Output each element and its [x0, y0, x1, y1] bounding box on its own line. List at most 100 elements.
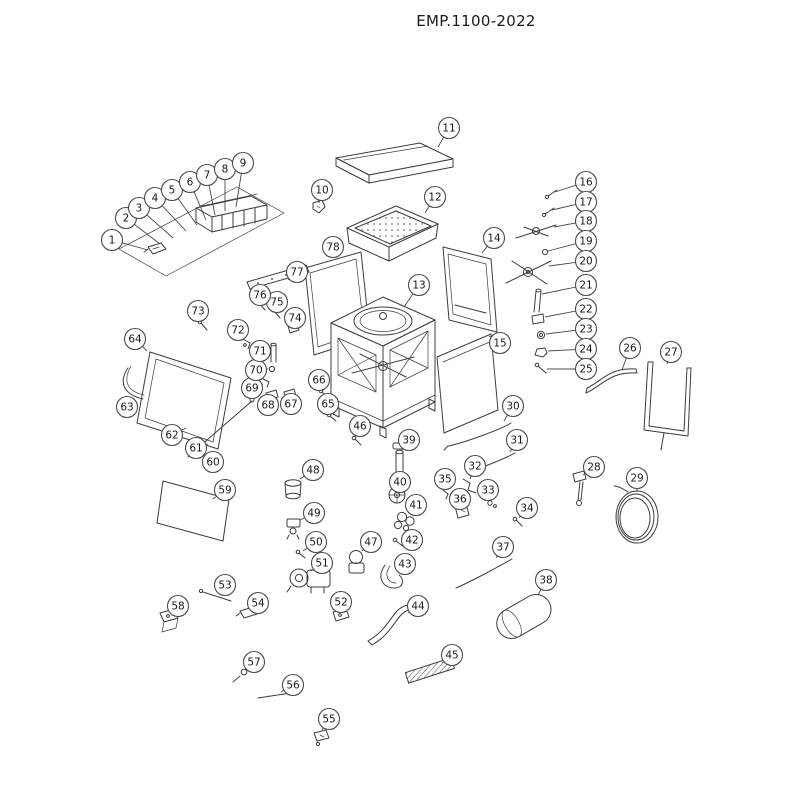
callout-10: 10	[310, 178, 334, 204]
callout-balloon	[388, 470, 412, 494]
callout-21: 21	[541, 273, 598, 297]
callout-61: 61	[184, 436, 209, 460]
callout-17: 17	[551, 190, 598, 214]
callout-13: 13	[403, 273, 431, 308]
callout-39: 39	[397, 428, 421, 452]
callout-number: 5	[169, 185, 176, 197]
callout-balloon	[184, 436, 208, 460]
callout-71: 71	[248, 339, 272, 363]
callout-24: 24	[547, 337, 598, 361]
callout-leader-line	[121, 242, 149, 251]
callout-number: 4	[152, 193, 159, 205]
callout-number: 31	[510, 435, 523, 447]
callout-number: 42	[405, 535, 418, 547]
callout-number: 26	[623, 343, 637, 355]
callout-leader-line	[299, 475, 305, 480]
callout-balloon	[213, 573, 237, 597]
callout-balloon	[231, 151, 255, 175]
callout-balloon	[321, 235, 345, 259]
callout-balloon	[279, 392, 303, 416]
callout-number: 46	[353, 421, 367, 433]
callout-number: 62	[165, 430, 178, 442]
callout-35: 35	[433, 467, 457, 491]
callout-44: 44	[406, 594, 430, 618]
callout-number: 1	[109, 235, 116, 247]
callout-number: 72	[231, 325, 244, 337]
callout-23: 23	[545, 317, 598, 341]
callout-leader-line	[403, 293, 414, 308]
callout-leader-line	[547, 243, 576, 252]
callout-leader-line	[280, 689, 285, 693]
callout-number: 14	[487, 233, 501, 245]
callout-balloon	[505, 428, 529, 452]
callout-balloon	[115, 395, 139, 419]
callout-40: 40	[388, 470, 412, 494]
callout-balloon	[246, 591, 270, 615]
callout-balloon	[534, 568, 558, 592]
callout-leader-line	[503, 414, 508, 422]
callout-leader-line	[481, 245, 488, 254]
callout-number: 16	[579, 177, 593, 189]
callout-16: 16	[554, 170, 598, 194]
callout-number: 38	[539, 575, 552, 587]
callout-balloon	[160, 423, 184, 447]
callout-leader-line	[548, 261, 576, 267]
part-left-side-panel	[122, 351, 255, 458]
callout-balloon	[307, 368, 331, 392]
part-hose-26	[585, 368, 638, 394]
callout-balloon	[248, 283, 272, 307]
callout-balloon	[574, 357, 598, 381]
callout-balloon	[316, 392, 340, 416]
callout-leader-line	[469, 475, 472, 480]
part-cup	[284, 479, 302, 500]
part-pump-housing	[348, 550, 365, 574]
callout-number: 53	[218, 580, 231, 592]
part-right-door-panel	[442, 246, 498, 333]
callout-balloon	[437, 116, 461, 140]
part-spray-arm-assembly	[505, 189, 558, 374]
callout-leader-line	[424, 205, 430, 214]
callout-leader-line	[299, 517, 305, 521]
callout-balloon	[397, 428, 421, 452]
callout-number: 45	[445, 650, 458, 662]
callout-number: 69	[245, 383, 258, 395]
callout-number: 54	[251, 598, 265, 610]
callout-number: 49	[307, 508, 320, 520]
callout-balloon	[491, 535, 515, 559]
callout-balloon	[400, 528, 424, 552]
callout-number: 55	[322, 714, 335, 726]
callout-number: 19	[579, 236, 592, 248]
callout-34: 34	[515, 496, 539, 520]
callout-balloon	[123, 327, 147, 351]
callout-14: 14	[481, 226, 506, 254]
callout-70: 70	[244, 358, 269, 382]
callout-46: 46	[348, 414, 372, 438]
callout-leader-line	[547, 349, 576, 352]
callout-27: 27	[659, 340, 683, 365]
callout-number: 77	[290, 267, 303, 279]
callout-5: 5	[160, 178, 198, 226]
callout-8: 8	[213, 157, 237, 211]
callout-number: 66	[312, 375, 326, 387]
callout-number: 74	[288, 313, 302, 325]
callout-19: 19	[547, 229, 598, 253]
callout-balloon	[501, 394, 525, 418]
callout-leader-line	[509, 448, 513, 453]
callout-number: 37	[496, 542, 509, 554]
callout-number: 7	[204, 170, 211, 182]
part-right-side-panel	[436, 333, 499, 434]
callout-leader-line	[177, 198, 198, 226]
callout-number: 73	[191, 306, 204, 318]
callout-49: 49	[299, 501, 326, 525]
callout-number: 71	[253, 346, 266, 358]
callout-balloon	[482, 226, 506, 250]
callout-65: 65	[316, 392, 340, 416]
callout-number: 50	[309, 537, 322, 549]
callout-number: 8	[222, 164, 229, 176]
callout-52: 52	[329, 590, 353, 614]
callout-balloon	[406, 594, 430, 618]
diagram-title: EMP.1100-2022	[416, 12, 536, 30]
callout-48: 48	[299, 458, 325, 482]
